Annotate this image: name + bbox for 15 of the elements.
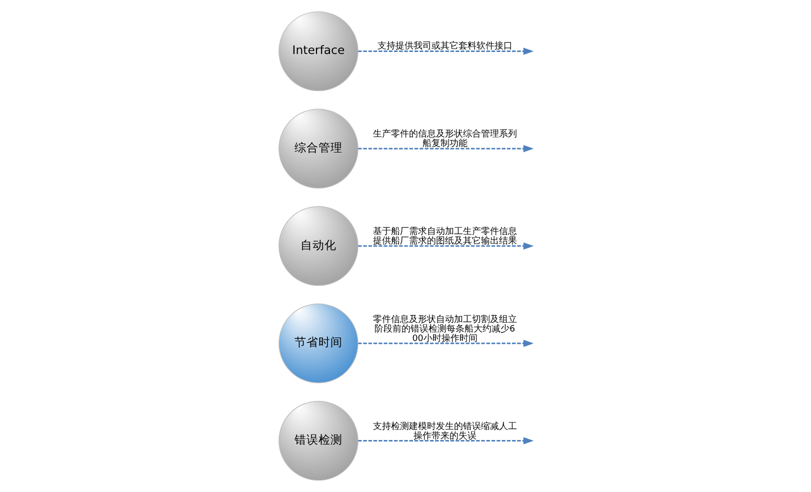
node-circle: 错误检测 (278, 400, 358, 481)
edge-label: 生产零件的信息及形状综合管理系列船复制功能 (372, 130, 517, 150)
edge-label: 基于船厂需求自动加工生产零件信息提供船厂需求的图纸及其它输出结果 (372, 226, 517, 247)
node-circle: 综合管理 (278, 108, 358, 189)
arrow (358, 242, 534, 250)
arrow (358, 48, 534, 55)
arrow (358, 340, 534, 347)
node-circle: Interface (278, 11, 358, 92)
arrow (358, 145, 534, 152)
node-circle: 节省时间 (278, 303, 358, 384)
arrow (358, 437, 534, 444)
edge-label: 支持检测建模时发生的错误缩减人工操作带来的失误 (372, 422, 517, 442)
edge-label: 零件信息及形状自动加工切割及组立阶段前的错误检测每条船大约减少600小时操作时间 (372, 314, 517, 344)
edge-label: 支持提供我司或其它套料软件接口 (377, 42, 512, 52)
node-circle: 自动化 (278, 206, 358, 286)
